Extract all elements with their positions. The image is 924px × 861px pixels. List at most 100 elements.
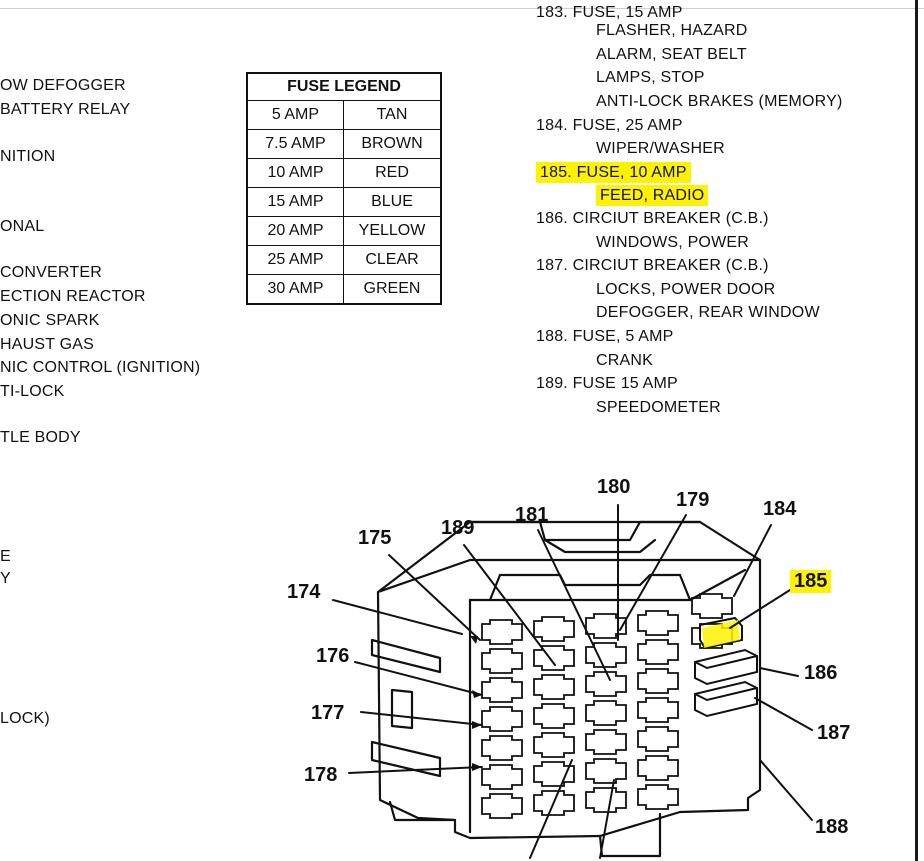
left-text-line: ONIC SPARK — [0, 312, 100, 329]
circuit-line: LAMPS, STOP — [596, 69, 705, 87]
circuit-line: 186. CIRCIUT BREAKER (C.B.) — [536, 210, 769, 228]
left-text-line: NITION — [0, 148, 56, 165]
fuse-cavity — [481, 735, 523, 761]
highlighted-circuit-text: 185. FUSE, 10 AMP — [536, 162, 691, 183]
fuse-cavity — [637, 755, 679, 781]
left-text-line: CONVERTER — [0, 264, 102, 281]
left-text-line: ECTION REACTOR — [0, 288, 146, 305]
circuit-text: 183. FUSE, 15 AMP — [536, 4, 683, 21]
fuse-block-body — [376, 520, 762, 840]
top-border — [0, 0, 924, 9]
fuse-cavity — [585, 729, 627, 755]
circuit-text: LAMPS, STOP — [596, 69, 705, 86]
circuit-text: 189. FUSE 15 AMP — [536, 375, 678, 392]
circuit-text: WINDOWS, POWER — [596, 234, 750, 251]
circuit-line: 188. FUSE, 5 AMP — [536, 328, 673, 346]
circuit-line: FLASHER, HAZARD — [596, 22, 747, 40]
fuse-color-cell: BLUE — [343, 187, 442, 217]
callout-185: 185 — [790, 570, 832, 593]
fuse-cavity — [481, 764, 523, 790]
left-text-line: E — [0, 548, 11, 565]
highlighted-circuit-text: FEED, RADIO — [596, 185, 709, 206]
fuse-cavity — [533, 732, 575, 758]
callout-186: 186 — [804, 662, 838, 684]
circuit-line: LOCKS, POWER DOOR — [596, 281, 775, 299]
fuse-cavity — [637, 784, 679, 810]
circuit-line: DEFOGGER, REAR WINDOW — [596, 304, 820, 322]
circuit-breaker-187 — [694, 680, 758, 718]
fuse-color-cell: GREEN — [343, 274, 442, 305]
fuse-cavity — [637, 639, 679, 665]
right-border — [915, 0, 918, 861]
left-text-line: TI-LOCK — [0, 383, 65, 400]
fuse-cavity — [533, 703, 575, 729]
circuit-text: CRANK — [596, 352, 654, 369]
fuse-amp-cell: 20 AMP — [246, 216, 344, 246]
circuit-text: LOCKS, POWER DOOR — [596, 281, 776, 298]
circuit-text: 184. FUSE, 25 AMP — [536, 117, 683, 134]
circuit-line: WINDOWS, POWER — [596, 234, 749, 252]
fuse-cavity — [481, 619, 523, 645]
circuit-text: ALARM, SEAT BELT — [596, 46, 747, 63]
fuse-cavity — [533, 790, 575, 816]
fuse-legend-title: FUSE LEGEND — [246, 72, 442, 101]
circuit-text: 188. FUSE, 5 AMP — [536, 328, 674, 345]
fuse-amp-cell: 15 AMP — [246, 187, 344, 217]
fuse-cavity — [637, 668, 679, 694]
fuse-cavity — [585, 613, 627, 639]
circuit-text: FLASHER, HAZARD — [596, 22, 748, 39]
circuit-line: CRANK — [596, 352, 653, 370]
left-text-line: ONAL — [0, 218, 45, 235]
fuse-color-cell: TAN — [343, 100, 442, 130]
fuse-cavity — [585, 758, 627, 784]
fuse-cavity — [481, 648, 523, 674]
callout-181: 181 — [515, 504, 549, 526]
fuse-cavity — [533, 761, 575, 787]
circuit-text: DEFOGGER, REAR WINDOW — [596, 304, 820, 321]
fuse-amp-cell: 5 AMP — [246, 100, 344, 130]
callout-174: 174 — [287, 581, 321, 603]
callout-177: 177 — [311, 702, 345, 724]
left-text-line: Y — [0, 570, 11, 587]
left-text-line: NIC CONTROL (IGNITION) — [0, 359, 201, 376]
circuit-text: ANTI-LOCK BRAKES (MEMORY) — [596, 93, 843, 110]
fuse-cavity — [585, 671, 627, 697]
fuse-amp-cell: 30 AMP — [246, 274, 344, 305]
fuse-cavity — [637, 697, 679, 723]
circuit-line: 187. CIRCIUT BREAKER (C.B.) — [536, 257, 769, 275]
fuse-color-cell: CLEAR — [343, 245, 442, 275]
callout-179: 179 — [676, 489, 710, 511]
left-text-line: OW DEFOGGER — [0, 77, 126, 94]
callout-187: 187 — [817, 722, 851, 744]
circuit-text: 186. CIRCIUT BREAKER (C.B.) — [536, 210, 769, 227]
fuse-185-outline — [699, 616, 743, 650]
fuse-cavity — [533, 645, 575, 671]
left-text-line: LOCK) — [0, 710, 50, 727]
fuse-cavity — [481, 677, 523, 703]
callout-188: 188 — [815, 816, 849, 838]
fuse-cavity — [533, 674, 575, 700]
circuit-line: FEED, RADIO — [596, 185, 709, 206]
circuit-line: 183. FUSE, 15 AMP — [536, 4, 683, 22]
fuse-cavity — [481, 793, 523, 819]
callout-175: 175 — [358, 527, 392, 549]
fuse-cavity — [637, 726, 679, 752]
circuit-line: ALARM, SEAT BELT — [596, 46, 747, 64]
circuit-line: WIPER/WASHER — [596, 140, 725, 158]
left-text-line: TLE BODY — [0, 429, 81, 446]
circuit-text: WIPER/WASHER — [596, 140, 725, 157]
circuit-line: SPEEDOMETER — [596, 399, 721, 417]
callout-176: 176 — [316, 645, 350, 667]
callout-178: 178 — [304, 764, 338, 786]
circuit-line: 184. FUSE, 25 AMP — [536, 117, 683, 135]
fuse-cavities — [481, 593, 733, 819]
